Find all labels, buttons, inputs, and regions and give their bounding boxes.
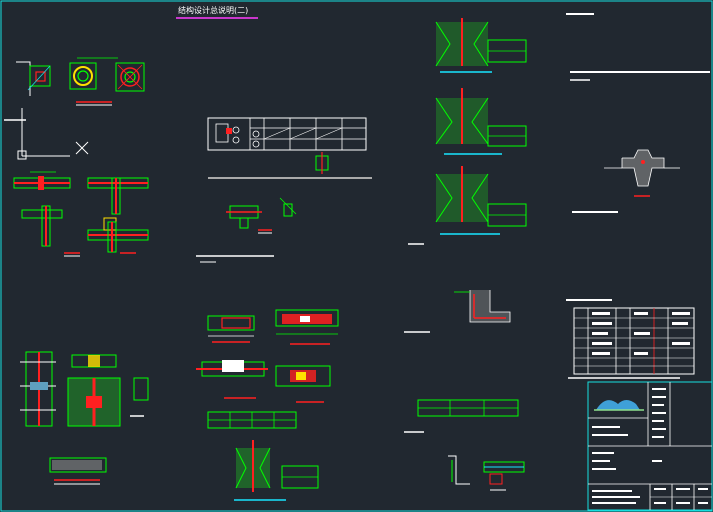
axis-symbol <box>4 108 89 160</box>
detail-beam-junction-4 <box>87 217 149 254</box>
detail-wall-joint-bottom <box>234 440 319 501</box>
detail-column-ring-2 <box>115 62 145 92</box>
detail-wall-joint-3 <box>408 166 527 245</box>
detail-column-hatched <box>67 354 149 427</box>
table-long-grid <box>404 399 519 433</box>
detail-stair-step <box>448 455 525 491</box>
detail-column-cap <box>572 149 680 213</box>
detail-beam-section-3 <box>196 360 268 399</box>
company-logo-icon <box>596 400 640 410</box>
detail-foundation-corner <box>404 290 511 333</box>
detail-beam-anchor <box>196 197 297 263</box>
table-small-grid <box>207 411 297 429</box>
detail-beam-junction-2 <box>87 177 149 215</box>
detail-slab-section <box>49 457 107 485</box>
detail-column-elevation <box>20 351 56 427</box>
detail-beam-section-1 <box>207 315 255 343</box>
table-rebar-schedule <box>207 117 367 151</box>
detail-wall-joint-2 <box>435 88 527 155</box>
detail-small-stirrup <box>315 152 329 174</box>
detail-column-ring-1 <box>69 57 118 106</box>
title-block <box>587 381 713 511</box>
detail-beam-junction-1 <box>13 171 71 190</box>
detail-beam-junction-3 <box>21 205 80 257</box>
detail-beam-section-4 <box>275 365 331 403</box>
drawing-title: 结构设计总说明(二) <box>178 6 249 15</box>
detail-beam-section-2 <box>275 309 339 345</box>
detail-wall-joint-1 <box>435 18 527 73</box>
detail-anchor-corner <box>16 61 51 96</box>
table-schedule-right <box>568 307 695 379</box>
